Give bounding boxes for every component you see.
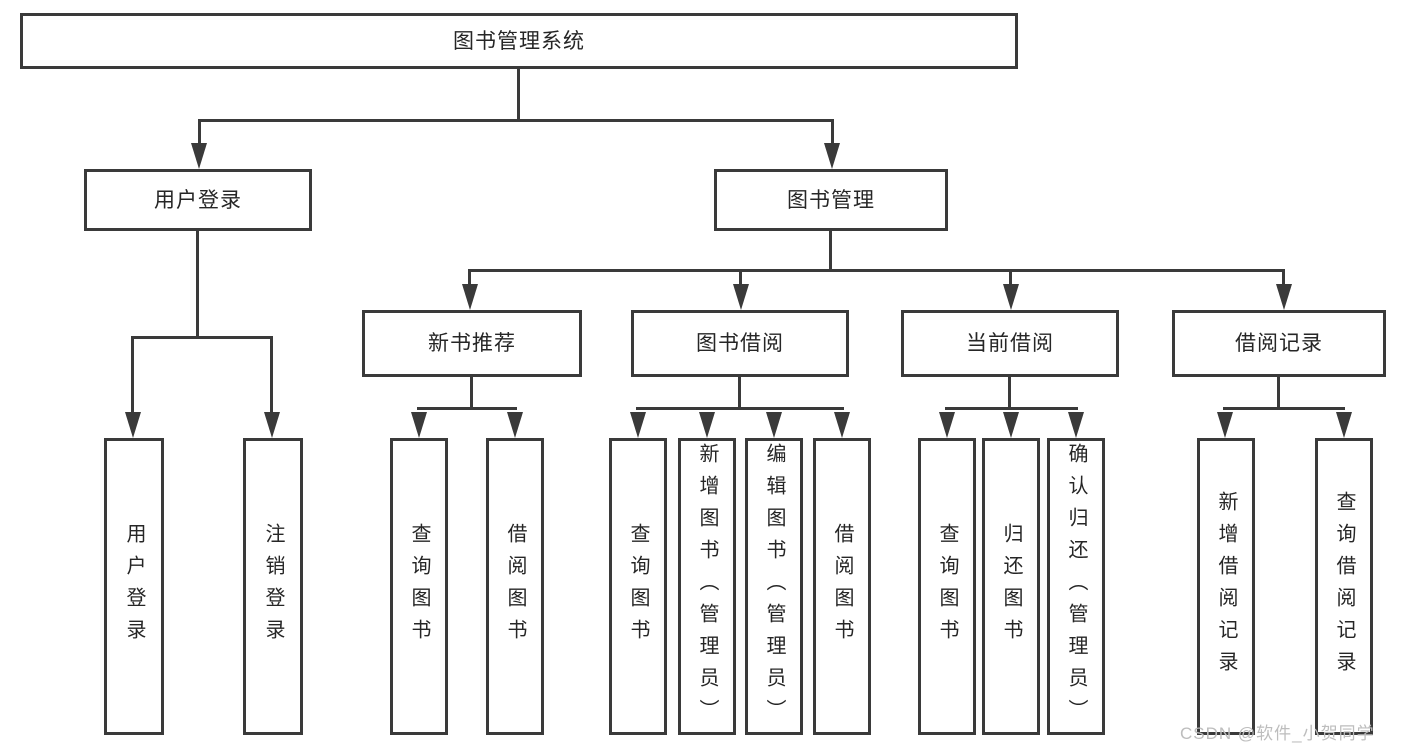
arrow-down-icon bbox=[1068, 412, 1084, 438]
node-label: 查询借阅记录 bbox=[1333, 490, 1355, 683]
node-label: 归还图书 bbox=[1000, 522, 1022, 651]
arrow-down-icon bbox=[699, 412, 715, 438]
connector-user-login-down bbox=[196, 231, 199, 336]
connector-book-mgmt-down bbox=[829, 231, 832, 269]
arrow-down-icon bbox=[1276, 284, 1292, 310]
node-current-borrowing: 当前借阅 bbox=[901, 310, 1119, 377]
arrow-down-icon bbox=[462, 284, 478, 310]
connector-l3-down bbox=[738, 377, 741, 407]
connector-book-mgmt-stem bbox=[831, 119, 834, 145]
leaf-logout: 注销登录 bbox=[243, 438, 303, 735]
node-label: 借阅记录 bbox=[1235, 332, 1323, 355]
node-book-borrowing: 图书借阅 bbox=[631, 310, 849, 377]
node-user-login: 用户登录 bbox=[84, 169, 312, 231]
node-label: 查询图书 bbox=[936, 522, 958, 651]
arrow-down-icon bbox=[125, 412, 141, 438]
node-label: 用户登录 bbox=[123, 522, 145, 651]
node-label: 编辑图书（管理员） bbox=[763, 442, 785, 731]
arrow-down-icon bbox=[1003, 412, 1019, 438]
leaf-search-borrow-record: 查询借阅记录 bbox=[1315, 438, 1373, 735]
arrow-down-icon bbox=[733, 284, 749, 310]
leaf-search-books: 查询图书 bbox=[609, 438, 667, 735]
leaf-search-books: 查询图书 bbox=[390, 438, 448, 735]
connector-l3-stem bbox=[1009, 269, 1012, 286]
leaf-edit-books-admin: 编辑图书（管理员） bbox=[745, 438, 803, 735]
arrow-down-icon bbox=[264, 412, 280, 438]
arrow-down-icon bbox=[1217, 412, 1233, 438]
node-label: 用户登录 bbox=[154, 188, 242, 212]
node-label: 注销登录 bbox=[262, 522, 284, 651]
arrow-down-icon bbox=[766, 412, 782, 438]
node-label: 新书推荐 bbox=[428, 332, 516, 355]
node-label: 新增借阅记录 bbox=[1215, 490, 1237, 683]
node-label: 图书管理 bbox=[787, 188, 875, 212]
arrow-down-icon bbox=[507, 412, 523, 438]
node-label: 新增图书（管理员） bbox=[696, 442, 718, 731]
connector-l3-stem bbox=[739, 269, 742, 286]
node-new-book-recommendation: 新书推荐 bbox=[362, 310, 582, 377]
arrow-down-icon bbox=[191, 143, 207, 169]
connector-book-mgmt-rail bbox=[468, 269, 1285, 272]
connector-l3-rail bbox=[1223, 407, 1345, 410]
node-label: 借阅图书 bbox=[504, 522, 526, 651]
csdn-watermark: CSDN @软件_小贺同学 bbox=[1180, 724, 1375, 743]
connector-l3-rail bbox=[636, 407, 844, 410]
connector-leaf-stem bbox=[131, 336, 134, 414]
node-label: 借阅图书 bbox=[831, 522, 853, 651]
arrow-down-icon bbox=[939, 412, 955, 438]
leaf-borrow-books: 借阅图书 bbox=[486, 438, 544, 735]
leaf-return-books: 归还图书 bbox=[982, 438, 1040, 735]
connector-root-stem bbox=[517, 69, 520, 119]
node-label: 查询图书 bbox=[627, 522, 649, 651]
node-label: 确认归还（管理员） bbox=[1065, 442, 1087, 731]
connector-l3-down bbox=[1277, 377, 1280, 407]
connector-l3-rail bbox=[945, 407, 1078, 410]
connector-user-login-rail bbox=[131, 336, 273, 339]
connector-leaf-stem bbox=[270, 336, 273, 414]
leaf-confirm-return-admin: 确认归还（管理员） bbox=[1047, 438, 1105, 735]
node-label: 图书管理系统 bbox=[453, 29, 585, 53]
node-book-management: 图书管理 bbox=[714, 169, 948, 231]
node-label: 查询图书 bbox=[408, 522, 430, 651]
leaf-add-books-admin: 新增图书（管理员） bbox=[678, 438, 736, 735]
arrow-down-icon bbox=[630, 412, 646, 438]
arrow-down-icon bbox=[824, 143, 840, 169]
connector-l3-stem bbox=[468, 269, 471, 286]
node-library-management-system: 图书管理系统 bbox=[20, 13, 1018, 69]
connector-root-rail bbox=[198, 119, 834, 122]
arrow-down-icon bbox=[1003, 284, 1019, 310]
arrow-down-icon bbox=[411, 412, 427, 438]
leaf-borrow-books: 借阅图书 bbox=[813, 438, 871, 735]
arrow-down-icon bbox=[834, 412, 850, 438]
arrow-down-icon bbox=[1336, 412, 1352, 438]
connector-user-login-stem bbox=[198, 119, 201, 145]
connector-l3-rail bbox=[417, 407, 517, 410]
node-label: 当前借阅 bbox=[966, 332, 1054, 355]
connector-l3-down bbox=[470, 377, 473, 407]
node-label: 图书借阅 bbox=[696, 332, 784, 355]
leaf-add-borrow-record: 新增借阅记录 bbox=[1197, 438, 1255, 735]
leaf-user-login: 用户登录 bbox=[104, 438, 164, 735]
node-borrowing-records: 借阅记录 bbox=[1172, 310, 1386, 377]
connector-l3-stem bbox=[1282, 269, 1285, 286]
connector-l3-down bbox=[1008, 377, 1011, 407]
leaf-search-books: 查询图书 bbox=[918, 438, 976, 735]
